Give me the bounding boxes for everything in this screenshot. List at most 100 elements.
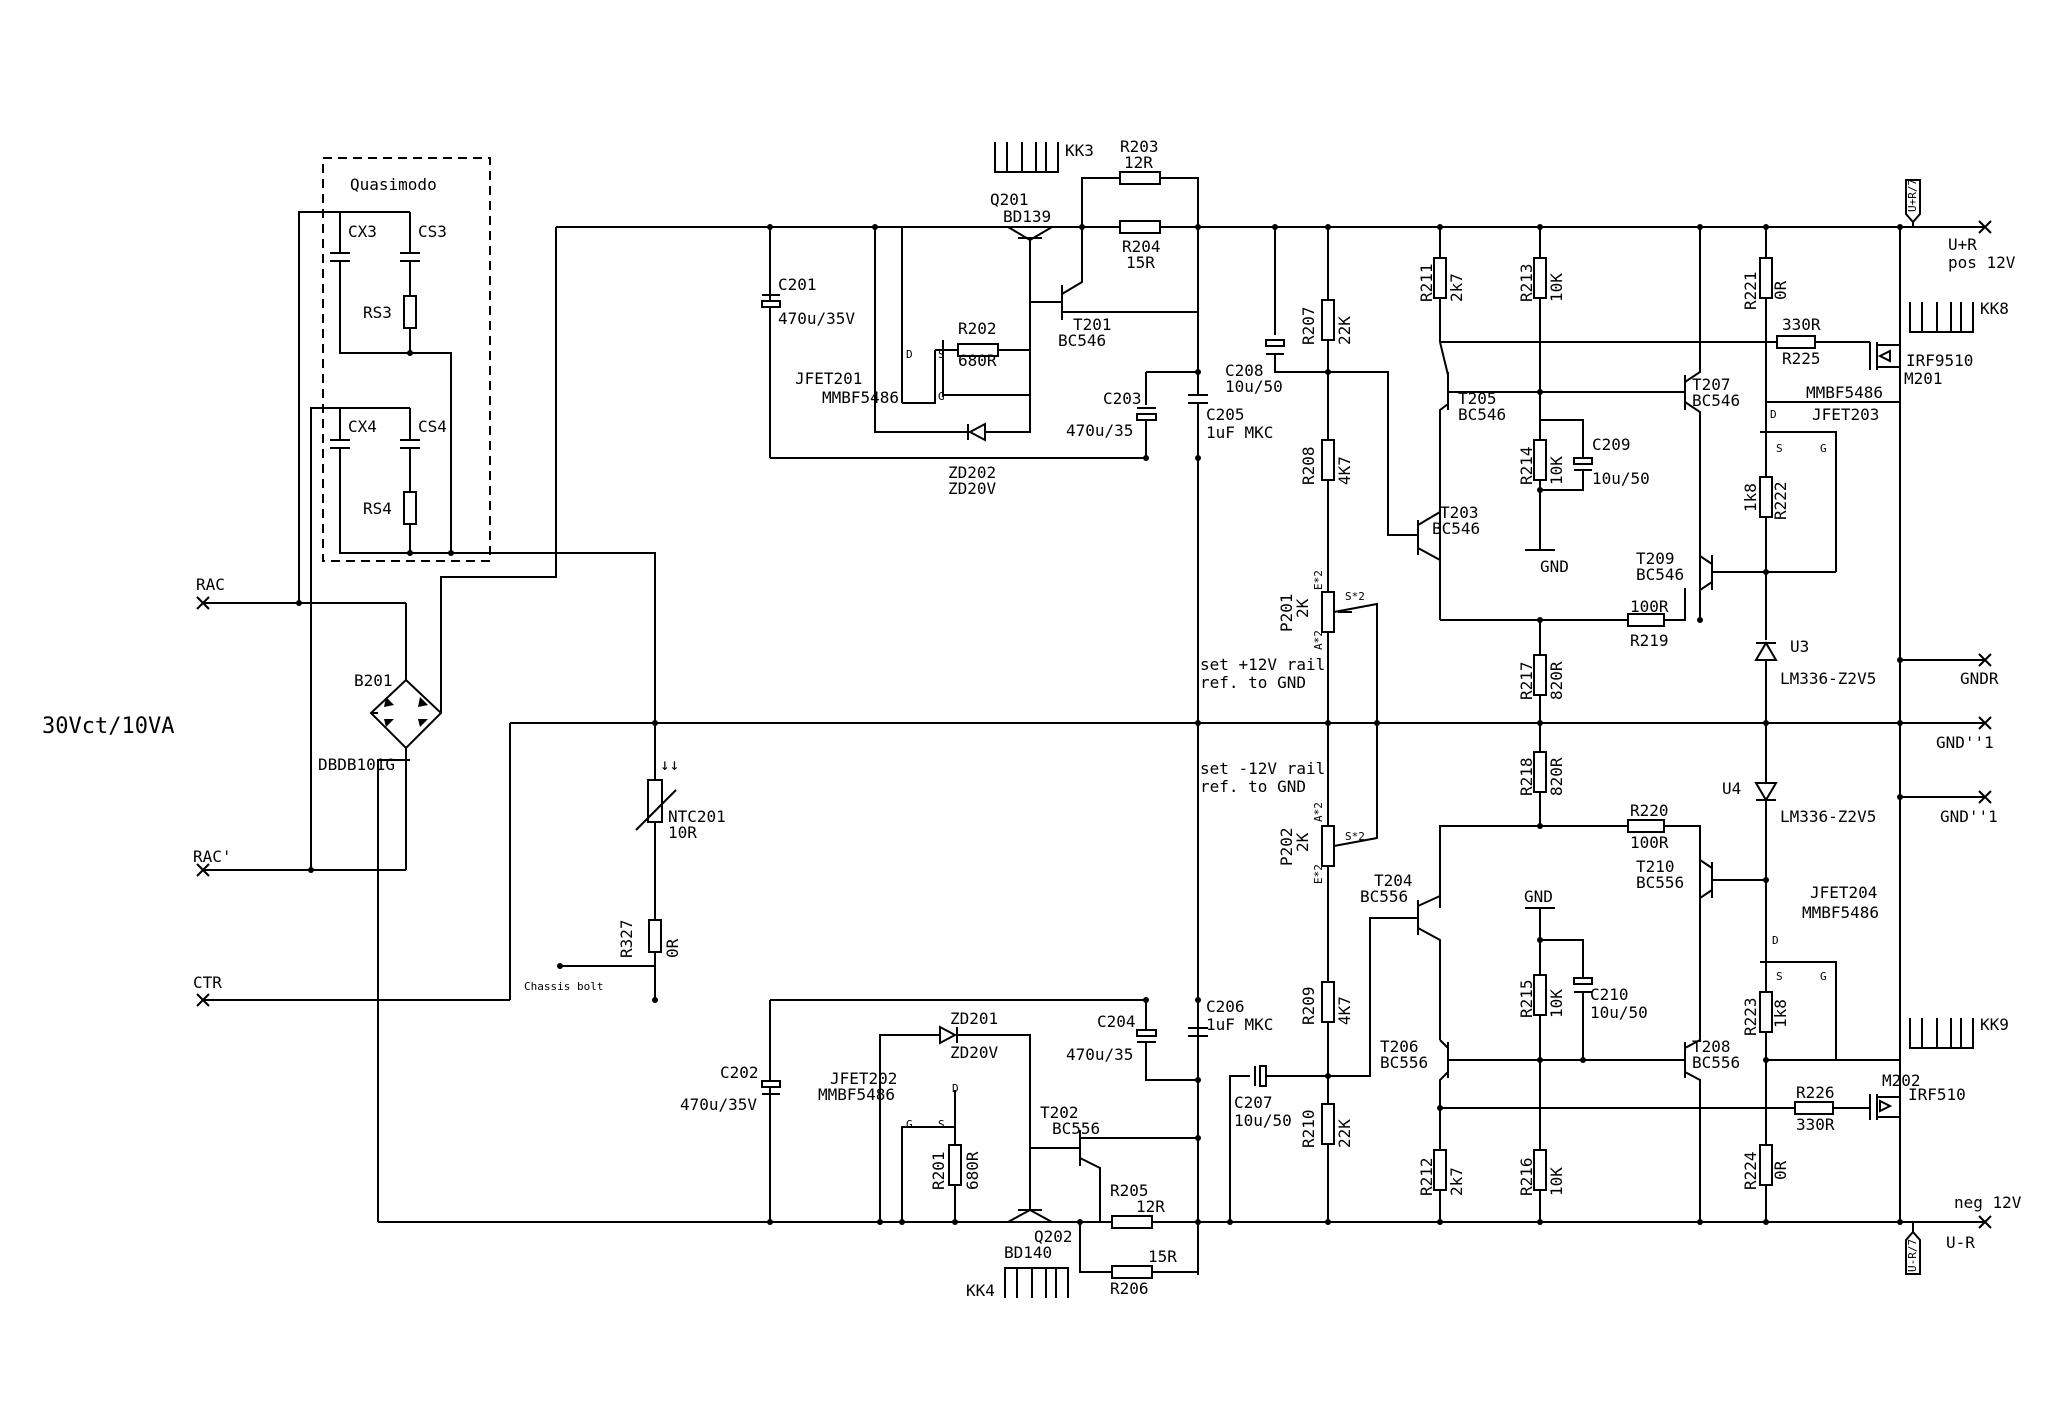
heatsink-kk9 [1909, 1018, 1974, 1049]
port-gndr-marker[interactable] [1978, 653, 1992, 667]
t204-value: BC556 [1360, 887, 1408, 906]
jfet204-label: JFET204 [1810, 883, 1877, 902]
reference-divider: R207 22K R208 4K7 R209 4K7 R210 22K E*2 … [1225, 224, 1418, 1225]
port-gnd1b-label: GND''1 [1940, 807, 1998, 826]
port-ctr-label: CTR [193, 973, 222, 992]
jfet201-value: MMBF5486 [822, 388, 899, 407]
kk9-label: KK9 [1980, 1015, 2009, 1034]
r208-value: 4K7 [1335, 456, 1354, 485]
r207-label: R207 [1299, 306, 1318, 345]
heatsink-kk4 [1004, 1267, 1069, 1298]
r206 [1111, 1265, 1153, 1279]
c202-label: C202 [720, 1063, 759, 1082]
c205-label: C205 [1206, 405, 1245, 424]
m201-label: M201 [1904, 369, 1943, 388]
cs3-label: CS3 [418, 222, 447, 241]
svg-text:S: S [1776, 442, 1783, 455]
r220 [1627, 819, 1665, 833]
r226-label: R226 [1796, 1083, 1835, 1102]
port-rac-marker[interactable] [196, 596, 210, 610]
c208-value: 10u/50 [1225, 377, 1283, 396]
svg-text:D: D [1770, 408, 1777, 421]
gnd-b-label: GND [1524, 887, 1553, 906]
t202-value: BC556 [1052, 1119, 1100, 1138]
r205-label: R205 [1110, 1181, 1149, 1200]
r212-label: R212 [1417, 1157, 1436, 1196]
svg-text:D: D [906, 348, 913, 361]
t206-value: BC556 [1380, 1053, 1428, 1072]
r212-value: 2k7 [1447, 1167, 1466, 1196]
positive-error-amp: R211 2k7 R213 10K T205 BC546 GND R214 10… [1417, 224, 2009, 726]
c204-value: 470u/35 [1066, 1045, 1133, 1064]
positive-preregulator: C201 470u/35V D S G R202 680R JFET201 MM… [761, 137, 1325, 1275]
c203-value: 470u/35 [1066, 421, 1133, 440]
c203-label: C203 [1103, 389, 1142, 408]
r203-label: R203 [1120, 137, 1159, 156]
port-gnd1b-marker[interactable] [1978, 790, 1992, 804]
note-neg-rail-1: set -12V rail [1200, 759, 1325, 778]
zd201-value: ZD20V [950, 1043, 999, 1062]
note-pos-rail-1: set +12V rail [1200, 655, 1325, 674]
r205 [1111, 1215, 1153, 1229]
cs4-label: CS4 [418, 417, 447, 436]
port-rac-prime-marker[interactable] [196, 863, 210, 877]
svg-text:D: D [1772, 934, 1779, 947]
r223-label: R223 [1741, 997, 1760, 1036]
output-ports: U+R pos 12V GNDR GND''1 GND''1 neg 12V U… [1897, 179, 2022, 1275]
kk3-label: KK3 [1065, 141, 1094, 160]
r202-value: 680R [958, 351, 997, 370]
r217-value: 820R [1547, 661, 1566, 700]
r213-value: 10K [1547, 273, 1566, 302]
net-flag-up [1905, 179, 1921, 224]
r209-value: 4K7 [1335, 996, 1354, 1025]
c210-label: C210 [1590, 985, 1629, 1004]
port-gnd1a-marker[interactable] [1978, 716, 1992, 730]
m202-value: IRF510 [1908, 1085, 1966, 1104]
r216-value: 10K [1547, 1167, 1566, 1196]
c209-label: C209 [1592, 435, 1631, 454]
jfet203-value: MMBF5486 [1806, 383, 1883, 402]
transformer-note: 30Vct/10VA [42, 714, 174, 739]
p202-label: P202 [1277, 827, 1296, 866]
rails [378, 226, 1985, 1223]
t203-label: T203 [1440, 503, 1479, 522]
port-u-plus-marker[interactable] [1978, 220, 1992, 234]
r210-label: R210 [1299, 1109, 1318, 1148]
p201 [1321, 591, 1335, 633]
r203-value: 12R [1124, 153, 1153, 172]
b201-value: DBDB101G [318, 755, 395, 774]
r203 [1119, 171, 1161, 185]
r327-value: 0R [663, 938, 682, 958]
svg-text:S: S [938, 348, 945, 361]
c208-label: C208 [1225, 361, 1264, 380]
port-u-minus-marker[interactable] [1978, 1215, 1992, 1229]
t202-label: T202 [1040, 1103, 1079, 1122]
negative-error-amp: R218 820R R220 100R T204 BC556 T206 BC55… [1360, 723, 2009, 1225]
svg-text:A*2: A*2 [1312, 630, 1325, 650]
t210-label: T210 [1636, 857, 1675, 876]
u3-label: U3 [1790, 637, 1809, 656]
r201-label: R201 [929, 1151, 948, 1190]
r219-value: 100R [1630, 597, 1669, 616]
svg-text:↓↓: ↓↓ [660, 755, 679, 774]
t206-label: T206 [1380, 1037, 1419, 1056]
r226-value: 330R [1796, 1115, 1835, 1134]
c206-value: 1uF MKC [1206, 1015, 1273, 1034]
r224-label: R224 [1741, 1151, 1760, 1190]
port-ctr-marker[interactable] [196, 993, 210, 1007]
p202-value: 2K [1293, 832, 1312, 852]
svg-text:G: G [938, 390, 945, 403]
u4-value: LM336-Z2V5 [1780, 807, 1876, 826]
bridge-b201 [369, 678, 443, 750]
r221-label: R221 [1741, 271, 1760, 310]
jfet202-value: MMBF5486 [818, 1085, 895, 1104]
heatsink-kk8 [1909, 302, 1974, 333]
svg-text:D: D [952, 1082, 959, 1095]
r220-label: R220 [1630, 801, 1669, 820]
r205-value: 12R [1136, 1197, 1165, 1216]
r213-label: R213 [1517, 263, 1536, 302]
t201-label: T201 [1073, 315, 1112, 334]
c205-value: 1uF MKC [1206, 423, 1273, 442]
c201-label: C201 [778, 275, 817, 294]
r218-value: 820R [1547, 757, 1566, 796]
